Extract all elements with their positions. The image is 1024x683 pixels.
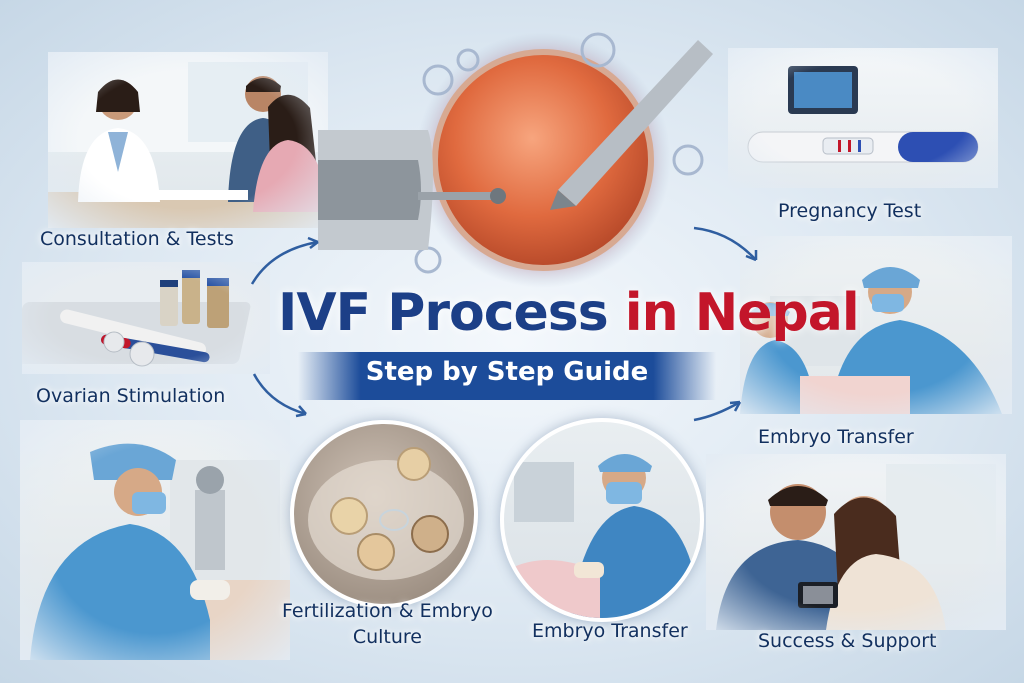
success-couple-photo [706, 454, 1006, 630]
fertilization-line-2: Culture [352, 626, 422, 648]
lab-photo [20, 420, 290, 660]
title-part-red: in Nepal [624, 283, 860, 343]
step-label-fertilization: Fertilization & Embryo Culture [282, 598, 493, 650]
arrow-icon-egg-to-transfer [693, 226, 758, 262]
fertilization-line-1: Fertilization & Embryo [282, 600, 493, 622]
subtitle-ribbon [298, 352, 716, 400]
page-subtitle: Step by Step Guide [365, 357, 649, 387]
consultation-photo [48, 52, 328, 228]
embryo-transfer-photo-center [500, 418, 704, 622]
petri-dish-photo [290, 420, 478, 608]
page-title: IVF Process in Nepal [278, 283, 860, 343]
stimulation-photo [22, 262, 270, 374]
arrow-icon-consultation-to-egg [250, 236, 319, 285]
arrow-icon-stimulation-to-fertilization [252, 373, 307, 418]
icsi-egg-image [318, 20, 718, 290]
arrow-icon-center-to-right [693, 400, 742, 422]
step-label-success: Success & Support [758, 630, 937, 652]
title-part-blue: IVF Process [278, 283, 625, 343]
step-label-embryo-transfer-center: Embryo Transfer [532, 620, 688, 642]
pregnancy-test-photo [728, 48, 998, 188]
step-label-stimulation: Ovarian Stimulation [36, 385, 226, 407]
step-label-embryo-transfer-right: Embryo Transfer [758, 426, 914, 448]
embryo-transfer-photo-right [740, 236, 1012, 414]
step-label-pregnancy-test: Pregnancy Test [778, 200, 922, 222]
step-label-consultation: Consultation & Tests [40, 228, 234, 250]
